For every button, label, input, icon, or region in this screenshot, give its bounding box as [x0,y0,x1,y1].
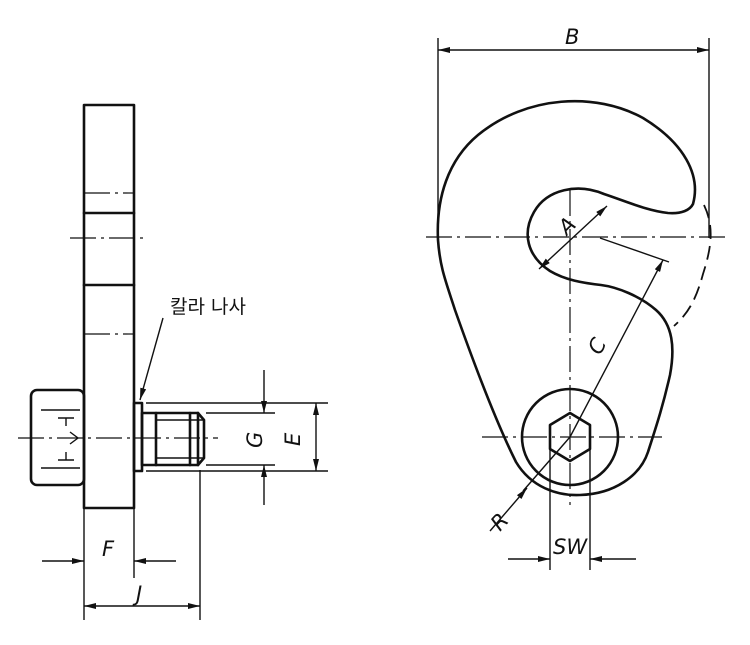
dim-f-label: F [102,537,115,561]
dim-c-line [569,259,664,438]
dim-b-label: B [565,25,579,49]
thread-chamfer [196,411,206,467]
dim-g-label: G [243,432,267,448]
side-view: 칼라 나사 F J G E [18,103,328,620]
dim-sw-label: SW [553,535,588,559]
dim-r-inner [522,436,571,492]
socket-hex-icon [58,417,80,461]
swing-arc-dashed [673,204,712,327]
dim-r-label: R [486,508,514,535]
collar-screw-leader [139,317,164,401]
dim-e-label: E [281,432,305,446]
dim-j-label: J [132,582,142,606]
dim-r-leader [489,487,528,532]
thread-body [140,411,200,467]
dim-c-extension [599,237,670,263]
dim-c-label: C [583,334,611,359]
front-view: B A C R SW [426,25,727,570]
hook-plate-side [82,103,136,510]
collar-screw-label: 칼라 나사 [170,296,246,318]
dim-a-line [538,205,608,270]
hex-socket-icon [548,411,592,463]
hook-body-outline [436,99,697,497]
